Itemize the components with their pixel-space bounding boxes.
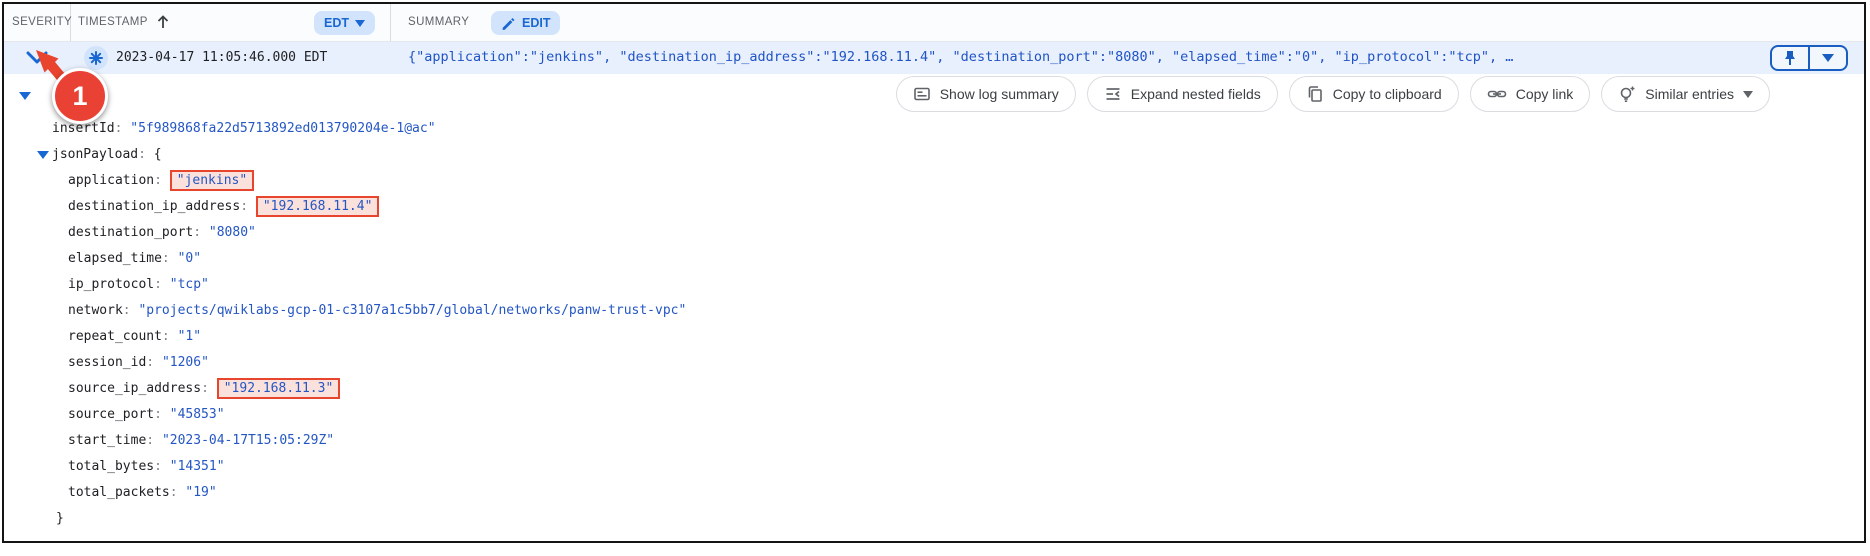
field-key: elapsed_time xyxy=(68,251,162,266)
field-key: insertId xyxy=(52,121,115,136)
field-key: network xyxy=(68,303,123,318)
show-log-summary-button[interactable]: Show log summary xyxy=(895,76,1076,112)
json-payload-tree: insertId: "5f989868fa22d5713892ed0137902… xyxy=(4,116,1864,532)
log-entry-panel: SEVERITY TIMESTAMP EDT SUMMARY EDIT xyxy=(2,2,1866,543)
entry-actions-toolbar: Show log summary Expand nested fields Co… xyxy=(895,76,1770,112)
similar-entries-button[interactable]: Similar entries xyxy=(1601,76,1770,112)
button-label: Show log summary xyxy=(939,86,1059,102)
chevron-down-icon xyxy=(355,19,365,27)
chevron-down-icon xyxy=(1743,90,1753,98)
field-value: "14351" xyxy=(169,459,225,474)
expand-nested-fields-button[interactable]: Expand nested fields xyxy=(1086,76,1278,112)
field-key: source_ip_address xyxy=(68,381,202,396)
json-field-row: total_bytes: "14351" xyxy=(68,459,225,474)
json-field-row: destination_port: "8080" xyxy=(68,225,256,240)
json-field-row: destination_ip_address: "192.168.11.4" xyxy=(4,194,1864,220)
button-label: Expand nested fields xyxy=(1130,86,1261,102)
pin-button-group xyxy=(1770,45,1848,71)
field-key: jsonPayload xyxy=(52,147,139,162)
field-value: "projects/qwiklabs-gcp-01-c3107a1c5bb7/g… xyxy=(138,303,687,318)
field-key: start_time xyxy=(68,433,147,448)
summary-card-icon xyxy=(913,87,930,101)
field-value: "2023-04-17T15:05:29Z" xyxy=(161,433,335,448)
field-key: session_id xyxy=(68,355,147,370)
json-field-row: source_ip_address: "192.168.11.3" xyxy=(4,376,1864,402)
field-value: "tcp" xyxy=(169,277,209,292)
summary-column-header: SUMMARY xyxy=(408,16,470,28)
button-label: Similar entries xyxy=(1645,86,1734,102)
severity-default-icon xyxy=(84,46,108,70)
json-field-row: session_id: "1206" xyxy=(68,355,209,370)
sort-ascending-icon[interactable] xyxy=(154,13,172,31)
json-field-row: application: "jenkins" xyxy=(4,168,1864,194)
copy-to-clipboard-button[interactable]: Copy to clipboard xyxy=(1288,76,1459,112)
json-field-row: jsonPayload: { xyxy=(4,142,1864,168)
edit-summary-button[interactable]: EDIT xyxy=(491,11,561,35)
highlighted-field-value: "192.168.11.4" xyxy=(255,196,380,217)
field-key: application xyxy=(68,173,155,188)
field-key: source_port xyxy=(68,407,155,422)
pin-options-dropdown-button[interactable] xyxy=(1808,47,1846,69)
field-key: destination_ip_address xyxy=(68,199,241,214)
link-icon xyxy=(1487,90,1507,98)
column-divider xyxy=(70,4,71,41)
field-key: destination_port xyxy=(68,225,194,240)
edit-label: EDIT xyxy=(522,16,551,30)
field-value: "8080" xyxy=(208,225,256,240)
log-summary-text: {"application":"jenkins", "destination_i… xyxy=(408,49,1514,65)
field-value: "5f989868fa22d5713892ed013790204e-1@ac" xyxy=(130,121,436,136)
timestamp-column-header[interactable]: TIMESTAMP xyxy=(78,16,148,28)
button-label: Copy link xyxy=(1515,86,1574,102)
pencil-icon xyxy=(502,17,515,30)
field-key: total_bytes xyxy=(68,459,155,474)
json-field-row: network: "projects/qwiklabs-gcp-01-c3107… xyxy=(68,303,687,318)
step-number: 1 xyxy=(72,80,88,111)
lightbulb-sparkle-icon xyxy=(1620,86,1635,103)
close-brace: } xyxy=(56,511,64,526)
highlighted-field-value: "jenkins" xyxy=(169,170,255,191)
field-value: "1206" xyxy=(161,355,209,370)
field-key: repeat_count xyxy=(68,329,162,344)
pin-log-button[interactable] xyxy=(1772,47,1808,69)
json-field-row: total_packets: "19" xyxy=(68,485,217,500)
open-brace: { xyxy=(153,147,162,162)
log-timestamp: 2023-04-17 11:05:46.000 EDT xyxy=(116,50,328,65)
column-divider xyxy=(390,4,391,41)
field-key: ip_protocol xyxy=(68,277,155,292)
button-label: Copy to clipboard xyxy=(1332,86,1442,102)
json-field-row: insertId: "5f989868fa22d5713892ed0137902… xyxy=(52,121,436,136)
annotation-step-badge: 1 xyxy=(52,68,108,124)
log-table-header: SEVERITY TIMESTAMP EDT SUMMARY EDIT xyxy=(4,4,1864,42)
timezone-selector[interactable]: EDT xyxy=(314,11,375,35)
highlighted-field-value: "192.168.11.3" xyxy=(216,378,341,399)
field-value: "0" xyxy=(177,251,202,266)
log-entry-row[interactable]: 2023-04-17 11:05:46.000 EDT {"applicatio… xyxy=(4,42,1864,74)
field-value: "19" xyxy=(185,485,217,500)
chevron-down-icon xyxy=(1822,54,1834,62)
copy-icon xyxy=(1308,86,1322,102)
json-field-row: ip_protocol: "tcp" xyxy=(68,277,209,292)
json-close-brace-row: } xyxy=(4,506,1864,532)
collapse-json-payload-triangle-icon[interactable] xyxy=(37,151,49,159)
expanded-entry-triangle-icon[interactable] xyxy=(19,92,31,100)
timezone-label: EDT xyxy=(324,16,349,30)
json-field-row: elapsed_time: "0" xyxy=(68,251,202,266)
pin-icon xyxy=(1785,51,1795,65)
json-field-row: source_port: "45853" xyxy=(68,407,225,422)
field-key: total_packets xyxy=(68,485,170,500)
json-field-row: repeat_count: "1" xyxy=(68,329,202,344)
copy-link-button[interactable]: Copy link xyxy=(1469,76,1591,112)
severity-column-header: SEVERITY xyxy=(12,16,73,28)
field-value: "45853" xyxy=(169,407,225,422)
json-field-row: start_time: "2023-04-17T15:05:29Z" xyxy=(68,433,335,448)
field-value: "1" xyxy=(177,329,202,344)
expand-nested-icon xyxy=(1106,88,1120,100)
